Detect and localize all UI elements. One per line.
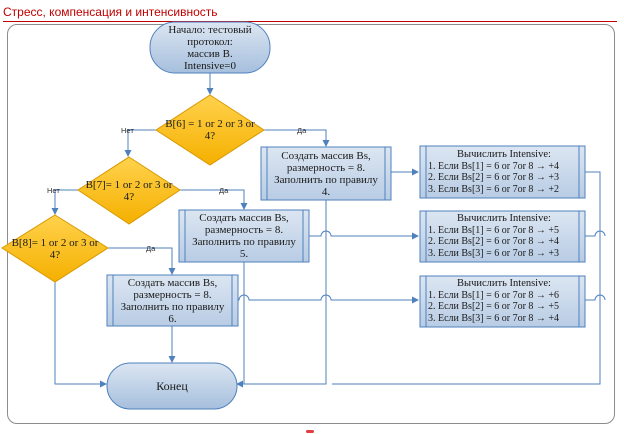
process1-box xyxy=(260,146,392,201)
process2-line3: Заполнить по правилу xyxy=(192,236,296,248)
decision1-diamond xyxy=(155,94,265,166)
intensive2-item: 1. Если Bs[1] = 6 or 7or 8 → +5 xyxy=(428,224,560,236)
process2-label: Создать массив Bs, размерность = 8. Запо… xyxy=(185,210,303,262)
process1-label: Создать массив Bs, размерность = 8. Запо… xyxy=(267,148,385,200)
end-label-text: Конец xyxy=(156,379,188,393)
decision3-line1: B[8]= 1 or 2 or 3 or xyxy=(11,237,99,249)
intensive1-label: Вычислить Intensive: 1. Если Bs[1] = 6 o… xyxy=(428,149,580,195)
process2-line4: 5. xyxy=(239,248,249,260)
decision3-line2: 4? xyxy=(49,249,61,261)
intensive2-item: 3. Если Bs[3] = 6 or 7or 8 → +3 xyxy=(428,247,560,259)
start-line2: протокол: xyxy=(187,36,233,48)
intensive3-item: 2. Если Bs[2] = 6 or 7or 8 → +5 xyxy=(428,301,560,312)
edge-decision3-no xyxy=(54,282,107,388)
process3-line2: размерность = 8. xyxy=(133,288,212,301)
process1-line2: размерность = 8. xyxy=(286,162,366,174)
intensive2-title: Вычислить Intensive: xyxy=(457,213,551,224)
edge-intensive2-end xyxy=(585,230,606,237)
edge-decision2-yes xyxy=(180,189,248,210)
decision2-diamond xyxy=(77,156,181,225)
edge-process2-intensive2 xyxy=(309,230,419,240)
process2-line2: размерность = 8. xyxy=(204,224,284,236)
edge-decision1-yes xyxy=(264,129,330,147)
decision2-line1: B[7]= 1 or 2 or 3 or xyxy=(85,179,173,191)
process3-box xyxy=(106,274,239,327)
decision1-label: B[6] = 1 or 2 or 3 or 4? xyxy=(156,116,264,144)
intensive2-item: 2. Если Bs[2] = 6 or 7or 8 → +4 xyxy=(428,236,560,247)
decision2-line2: 4? xyxy=(123,191,135,203)
process3-line1: Создать массив Bs, xyxy=(127,276,218,289)
decision3-diamond xyxy=(1,214,109,283)
start-line3: массив B. xyxy=(187,48,233,60)
intensive3-box xyxy=(419,275,586,328)
process2-line1: Создать массив Bs, xyxy=(199,212,289,224)
page-title: Стресс, компенсация и интенсивность xyxy=(3,5,218,19)
start-line4: Intensive=0 xyxy=(183,60,237,72)
intensive1-box xyxy=(419,145,586,199)
connectors xyxy=(51,73,606,388)
intensive3-item: 3. Если Bs[3] = 6 or 7or 8 → +4 xyxy=(428,312,560,324)
decision1-line1: B[6] = 1 or 2 or 3 or xyxy=(165,118,255,130)
intensive2-label: Вычислить Intensive: 1. Если Bs[1] = 6 o… xyxy=(428,213,580,259)
edge-process1-end xyxy=(236,200,327,388)
intensive3-item: 1. Если Bs[1] = 6 or 7or 8 → +6 xyxy=(428,289,560,301)
intensive1-title: Вычислить Intensive: xyxy=(457,149,551,160)
edge-label-yes2: Да xyxy=(219,186,229,195)
process1-line1: Создать массив Bs, xyxy=(281,150,371,162)
edge-label-no1: Нет xyxy=(121,126,134,135)
end-terminator xyxy=(106,362,238,410)
edge-decision2-no xyxy=(51,189,78,215)
decision1-line2: 4? xyxy=(204,130,216,142)
page-marker xyxy=(306,430,314,433)
header-divider xyxy=(3,21,617,22)
edge-process3-intensive3 xyxy=(238,294,419,304)
intensive1-item: 3. Если Bs[3] = 6 or 7or 8 → +2 xyxy=(428,183,560,195)
edge-label-no2: Нет xyxy=(47,186,60,195)
process3-line3: Заполнить по правилу xyxy=(120,300,225,313)
start-terminator xyxy=(149,21,271,74)
process2-box xyxy=(178,209,310,263)
process1-line3: Заполнить по правилу xyxy=(274,174,378,186)
process3-label: Создать массив Bs, размерность = 8. Запо… xyxy=(113,275,232,326)
process3-line4: 6. xyxy=(168,312,177,325)
end-label: Конец xyxy=(107,363,237,409)
intensive3-label: Вычислить Intensive: 1. Если Bs[1] = 6 o… xyxy=(428,278,580,324)
edge-decision1-no xyxy=(124,129,156,157)
intensive2-box xyxy=(419,210,586,263)
edge-decision3-yes xyxy=(108,247,176,275)
edge-intensive3-end xyxy=(585,294,606,301)
intensive3-title: Вычислить Intensive: xyxy=(457,278,551,289)
diagram-frame xyxy=(7,24,615,424)
intensive1-item: 2. Если Bs[2] = 6 or 7or 8 → +3 xyxy=(428,172,560,183)
decision2-label: B[7]= 1 or 2 or 3 or 4? xyxy=(78,177,180,205)
edge-label-yes1: Да xyxy=(297,126,307,135)
decision3-label: B[8]= 1 or 2 or 3 or 4? xyxy=(2,235,108,263)
intensive1-item: 1. Если Bs[1] = 6 or 7or 8 → +4 xyxy=(428,160,560,172)
start-label: Начало: тестовый протокол: массив B. Int… xyxy=(150,23,270,73)
process1-line4: 4. xyxy=(321,186,331,198)
start-line1: Начало: тестовый xyxy=(168,24,252,36)
edge-label-yes3: Да xyxy=(146,244,156,253)
